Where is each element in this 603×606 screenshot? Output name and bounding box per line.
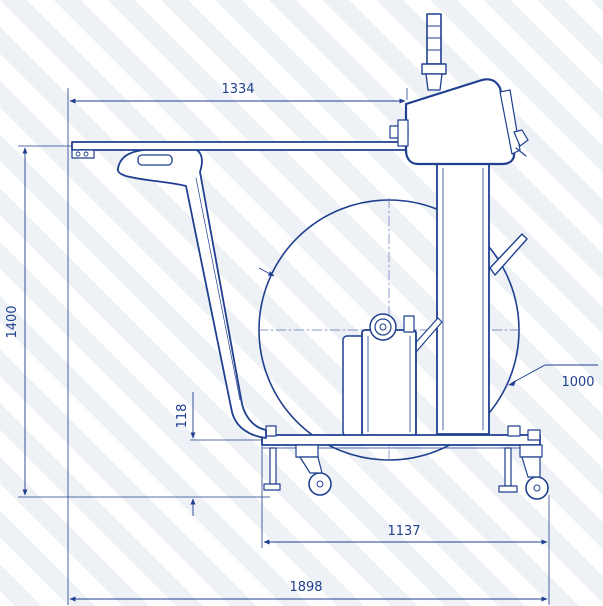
dimension-label-1000: 1000 bbox=[561, 375, 594, 390]
dimension-label-1137: 1137 bbox=[387, 524, 420, 539]
dimension-labels: 1334 1400 118 1000 1137 1898 bbox=[5, 82, 595, 595]
base-frame bbox=[261, 434, 541, 446]
dimension-label-118: 118 bbox=[175, 404, 190, 429]
dimension-label-1334: 1334 bbox=[221, 82, 254, 97]
conveyor-table bbox=[71, 141, 411, 151]
dimension-lines bbox=[18, 88, 598, 605]
strapping-head bbox=[404, 78, 516, 166]
machine-column bbox=[436, 163, 490, 435]
dimension-label-1400: 1400 bbox=[5, 305, 20, 338]
drive-housing bbox=[361, 329, 417, 437]
strapping-machine bbox=[71, 13, 549, 500]
dimension-label-1898: 1898 bbox=[289, 580, 322, 595]
signal-tower bbox=[426, 13, 442, 65]
